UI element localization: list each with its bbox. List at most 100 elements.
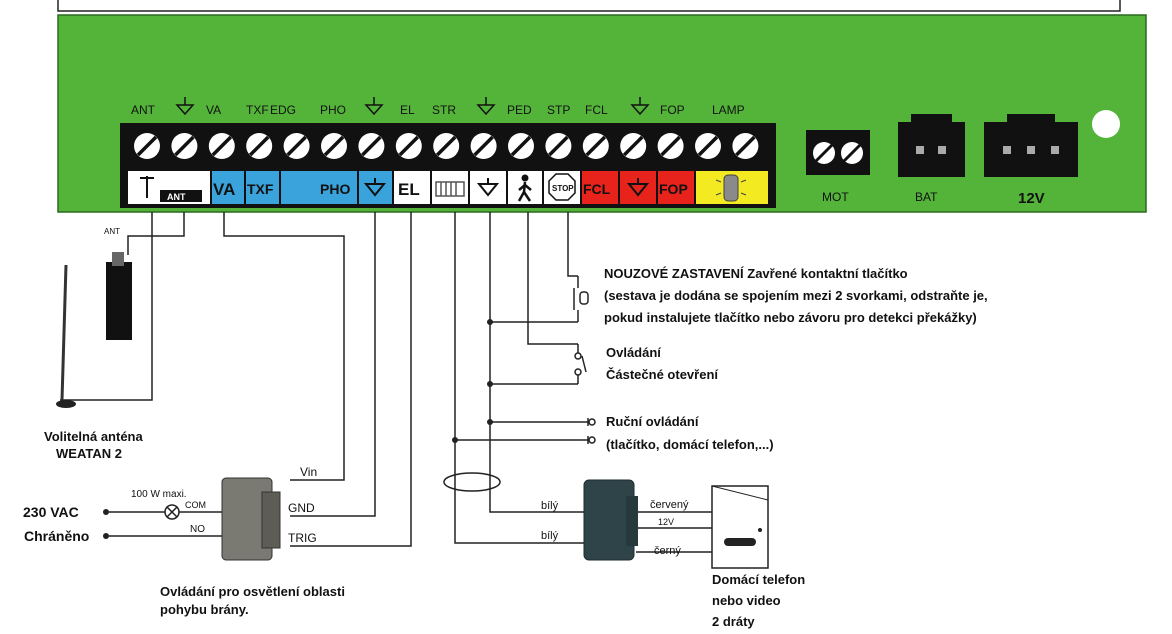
intercom-module — [583, 479, 638, 561]
strip-label-txf: TXF — [247, 181, 274, 197]
antenna-label-small: ANT — [104, 227, 120, 236]
lighting-caption-line2: pohybu brány. — [160, 602, 249, 617]
gate-cell — [432, 171, 468, 204]
terminal-screw — [582, 133, 609, 159]
ground-cell-3 — [620, 171, 656, 204]
intercom-caption-line3: 2 dráty — [712, 614, 755, 629]
header-frame — [57, 0, 1121, 12]
manual-line2: (tlačítko, domácí telefon,...) — [606, 437, 774, 452]
terminal-screw — [134, 133, 160, 159]
wire-junctions — [103, 319, 493, 539]
label-fcl: FCL — [585, 103, 608, 117]
trig-label: TRIG — [288, 531, 317, 545]
antenna-icon — [140, 176, 154, 198]
label-el: EL — [400, 103, 415, 117]
fcl-cell — [582, 171, 618, 204]
connector-label-bat: BAT — [915, 190, 938, 204]
el-cell — [394, 171, 430, 204]
wire-white-1: bílý — [541, 500, 559, 512]
lamp-symbol — [164, 504, 180, 520]
label-lamp: LAMP — [712, 103, 745, 117]
ground-icon — [630, 97, 650, 116]
connector-label-mot: MOT — [822, 190, 849, 204]
terminal-screw — [508, 133, 534, 159]
strip-label-pho: PHO — [320, 181, 350, 197]
label-pho: PHO — [320, 103, 346, 117]
lamp-icon — [715, 174, 747, 202]
strip-label-va: VA — [213, 180, 235, 199]
label-stp: STP — [547, 103, 570, 117]
label-fop: FOP — [660, 103, 685, 117]
partial-line1: Ovládání — [606, 345, 661, 360]
terminal-screw — [545, 133, 572, 159]
strip-label-ant: ANT — [167, 192, 186, 202]
terminal-screw — [433, 133, 460, 159]
estop-line1: NOUZOVÉ ZASTAVENÍ Zavřené kontaktní tlač… — [604, 266, 908, 281]
relay-module — [221, 477, 281, 561]
protected-label: Chráněno — [24, 528, 89, 544]
terminal-screw — [470, 133, 497, 159]
video-monitor — [711, 485, 769, 569]
label-txf: TXF — [246, 103, 269, 117]
estop-line2: (sestava je dodána se spojením mezi 2 sv… — [604, 288, 988, 303]
estop-line3: pokud instalujete tlačítko nebo závoru p… — [604, 310, 977, 325]
terminal-screw — [283, 133, 310, 159]
terminal-screw — [395, 133, 422, 159]
ground-icon — [175, 97, 195, 116]
antenna-caption-line2: WEATAN 2 — [56, 446, 122, 461]
label-ant: ANT — [131, 103, 156, 117]
label-ped: PED — [507, 103, 532, 117]
com-label: COM — [185, 500, 206, 510]
terminal-screw — [695, 133, 721, 159]
mounting-hole — [1092, 110, 1120, 138]
strip-label-fcl: FCL — [583, 181, 611, 197]
connector-mot — [806, 130, 870, 175]
terminal-screw — [620, 133, 647, 159]
strip-label-el: EL — [398, 180, 420, 199]
terminal-strip: ANT VA TXF PHO EL STOP FCL — [128, 171, 768, 204]
label-va: VA — [206, 103, 221, 117]
antenna-device: ANT — [56, 227, 132, 408]
fop-cell — [658, 171, 694, 204]
ground-icons — [175, 97, 650, 116]
terminal-screw — [358, 133, 385, 159]
manual-line1: Ruční ovládání — [606, 414, 699, 429]
ground-icon — [363, 178, 387, 197]
intercom-caption-line1: Domácí telefon — [712, 572, 805, 587]
max-label: 100 W maxi. — [131, 489, 187, 500]
no-label: NO — [190, 524, 205, 535]
gate-icon — [435, 181, 465, 197]
terminal-screw — [171, 133, 198, 159]
label-edg: EDG — [270, 103, 296, 117]
pedestrian-icon — [517, 174, 532, 202]
wire-white-2: bílý — [541, 530, 559, 542]
top-labels: ANT VA TXF EDG PHO EL STR PED STP FCL FO… — [131, 103, 745, 117]
power-label: 230 VAC — [23, 504, 79, 520]
gnd-label: GND — [288, 501, 315, 515]
connector-bat — [898, 114, 965, 177]
label-str: STR — [432, 103, 456, 117]
va-cell — [212, 171, 244, 204]
connector-label-12v: 12V — [1018, 190, 1045, 207]
wire-black: černý — [654, 545, 681, 557]
partial-line2: Částečné otevření — [606, 367, 718, 382]
lighting-caption-line1: Ovládání pro osvětlení oblasti — [160, 584, 345, 599]
ground-cell-2 — [470, 171, 506, 204]
wire-12v: 12V — [658, 517, 674, 527]
wires — [60, 212, 712, 553]
strip-label-stop: STOP — [552, 184, 574, 193]
terminal-screw — [321, 133, 347, 159]
wire-red: červený — [650, 499, 689, 511]
ground-icon — [364, 97, 384, 116]
terminal-screw — [246, 133, 273, 159]
stop-icon — [548, 173, 576, 201]
button-contacts — [574, 352, 596, 444]
antenna-rod — [60, 264, 68, 401]
intercom-caption-line2: nebo video — [712, 593, 781, 608]
pho-cell — [281, 171, 357, 204]
vin-label: Vin — [300, 465, 317, 479]
strip-label-fop: FOP — [659, 181, 688, 197]
txf-cell — [246, 171, 279, 204]
antenna-caption-line1: Volitelná anténa — [44, 429, 143, 444]
